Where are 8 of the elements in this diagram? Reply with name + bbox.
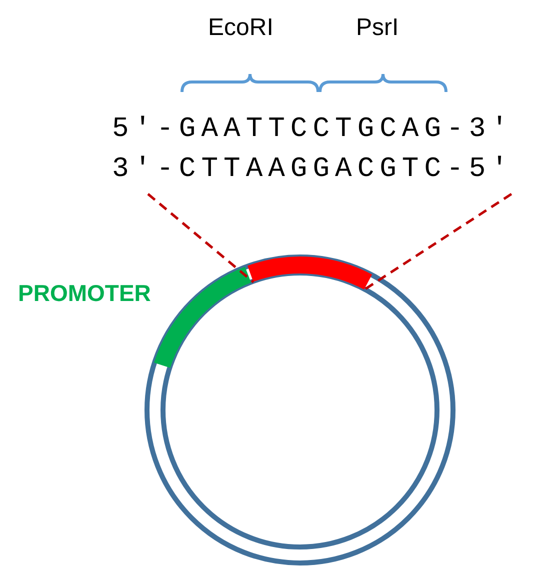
- promoter-label: PROMOTER: [18, 280, 151, 307]
- leader-line: [363, 192, 512, 291]
- insert-segment: [248, 256, 372, 290]
- enzyme-label: PsrI: [356, 14, 399, 42]
- leader-line: [147, 193, 254, 284]
- enzyme-label: EcoRI: [208, 14, 274, 42]
- dna-sequence: 5′-GAATTCCTGCAG-3′: [112, 113, 514, 147]
- dna-sequence: 3′-CTTAAGGACGTC-5′: [112, 153, 514, 187]
